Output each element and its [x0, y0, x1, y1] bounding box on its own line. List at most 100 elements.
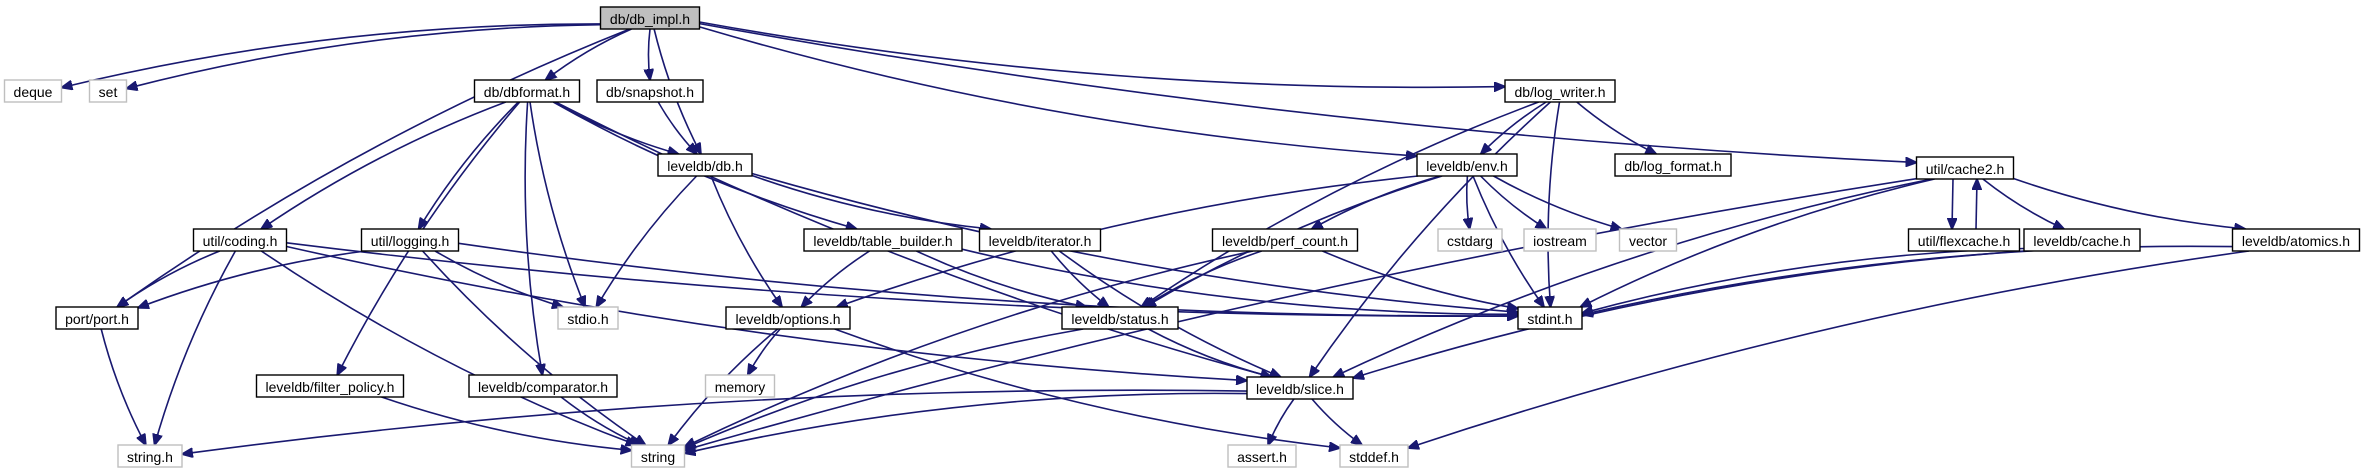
- edge-env-to-perf_count: [1312, 175, 1441, 229]
- node-util-cache2-h[interactable]: util/cache2.h: [1915, 156, 2015, 180]
- edge-comparator-to-string: [560, 396, 640, 445]
- node-box: [88, 79, 128, 103]
- node-leveldb-atomics-h[interactable]: leveldb/atomics.h: [2231, 228, 2361, 252]
- edge-iterator-to-status: [1050, 250, 1108, 307]
- edge-status-to-string: [685, 328, 1084, 448]
- node-leveldb-perf-count-h[interactable]: leveldb/perf_count.h: [1211, 228, 1359, 252]
- node-util-logging-h[interactable]: util/logging.h: [360, 228, 460, 252]
- node-stddef-h[interactable]: stddef.h: [1339, 444, 1409, 468]
- node-label: util/logging.h: [371, 233, 450, 249]
- node-label: memory: [715, 379, 766, 395]
- edge-leveldb_db-to-stdio: [596, 175, 698, 307]
- edge-perf_count-to-string: [685, 250, 1254, 447]
- edge-logging-to-stdio: [434, 250, 563, 307]
- node-leveldb-table-builder-h[interactable]: leveldb/table_builder.h: [803, 228, 963, 252]
- edge-leveldb_cache-to-slice: [1353, 250, 2025, 378]
- edge-dbformat-to-logging: [419, 101, 519, 229]
- edge-db_impl-to-log_writer: [699, 21, 1506, 87]
- edge-logging-to-port: [138, 250, 366, 308]
- node-label: db/dbformat.h: [484, 84, 570, 100]
- edge-port-to-string_h: [100, 328, 146, 445]
- edge-slice-to-string: [685, 392, 1248, 453]
- node-stdint-h[interactable]: stdint.h: [1517, 306, 1583, 330]
- node-label: leveldb/iterator.h: [989, 233, 1092, 249]
- node-box: [1339, 444, 1409, 468]
- node-db-db-impl-h[interactable]: db/db_impl.h: [599, 6, 701, 30]
- node-leveldb-status-h[interactable]: leveldb/status.h: [1061, 306, 1179, 330]
- node-label: db/db_impl.h: [610, 11, 690, 27]
- node-stdio-h[interactable]: stdio.h: [557, 306, 619, 330]
- node-leveldb-filter-policy-h[interactable]: leveldb/filter_policy.h: [255, 374, 405, 398]
- node-label: leveldb/table_builder.h: [813, 233, 952, 249]
- node-label: leveldb/status.h: [1071, 311, 1168, 327]
- node-iostream[interactable]: iostream: [1523, 228, 1597, 252]
- node-db-log-format-h[interactable]: db/log_format.h: [1614, 153, 1732, 177]
- node-label: stdint.h: [1527, 311, 1572, 327]
- node-deque[interactable]: deque: [3, 79, 63, 103]
- node-leveldb-options-h[interactable]: leveldb/options.h: [725, 306, 851, 330]
- node-label: iostream: [1533, 233, 1587, 249]
- node-util-coding-h[interactable]: util/coding.h: [192, 228, 288, 252]
- edge-coding-to-string: [260, 250, 636, 445]
- node-leveldb-iterator-h[interactable]: leveldb/iterator.h: [978, 228, 1102, 252]
- node-db-snapshot-h[interactable]: db/snapshot.h: [596, 79, 704, 103]
- node-port-port-h[interactable]: port/port.h: [55, 306, 139, 330]
- edge-perf_count-to-stdint: [1322, 250, 1518, 309]
- node-label: leveldb/perf_count.h: [1222, 233, 1348, 249]
- node-box: [192, 228, 288, 252]
- edge-cache2-to-stdint: [1580, 178, 1935, 307]
- node-util-flexcache-h[interactable]: util/flexcache.h: [1907, 228, 2021, 252]
- node-string[interactable]: string: [630, 444, 686, 468]
- node-box: [3, 79, 63, 103]
- node-label: leveldb/options.h: [735, 311, 840, 327]
- edge-leveldb_db-to-options: [710, 175, 782, 307]
- node-leveldb-env-h[interactable]: leveldb/env.h: [1416, 153, 1518, 177]
- node-label: util/coding.h: [203, 233, 278, 249]
- edge-slice-to-assert: [1268, 398, 1295, 445]
- edge-dbformat-to-stdio: [529, 101, 585, 307]
- node-leveldb-slice-h[interactable]: leveldb/slice.h: [1246, 376, 1354, 400]
- node-box: [1618, 228, 1678, 252]
- node-box: [1504, 79, 1616, 103]
- edge-db_impl-to-env: [699, 26, 1418, 156]
- node-db-dbformat-h[interactable]: db/dbformat.h: [473, 79, 581, 103]
- edge-cache2-to-slice: [1333, 178, 1932, 377]
- node-memory[interactable]: memory: [704, 374, 776, 398]
- edge-dbformat-to-comparator: [524, 101, 542, 375]
- edge-cache2-to-leveldb_cache: [1982, 178, 2064, 229]
- edge-coding-to-slice: [286, 245, 1248, 381]
- node-box: [468, 374, 618, 398]
- node-cstdarg[interactable]: cstdarg: [1437, 228, 1503, 252]
- node-box: [2231, 228, 2361, 252]
- node-vector[interactable]: vector: [1618, 228, 1678, 252]
- node-box: [2023, 228, 2141, 252]
- node-set[interactable]: set: [88, 79, 128, 103]
- edge-db_impl-to-cache2: [699, 22, 1917, 163]
- node-box: [1061, 306, 1179, 330]
- node-leveldb-comparator-h[interactable]: leveldb/comparator.h: [468, 374, 618, 398]
- node-leveldb-cache-h[interactable]: leveldb/cache.h: [2023, 228, 2141, 252]
- edge-coding-to-stdint: [286, 242, 1519, 316]
- edge-cache2-to-atomics: [2013, 177, 2246, 230]
- node-box: [473, 79, 581, 103]
- node-box: [596, 79, 704, 103]
- node-assert-h[interactable]: assert.h: [1227, 444, 1297, 468]
- edge-slice-to-stddef: [1311, 398, 1362, 445]
- node-label: leveldb/cache.h: [2033, 233, 2130, 249]
- node-db-log-writer-h[interactable]: db/log_writer.h: [1504, 79, 1616, 103]
- edge-env-to-vector: [1493, 175, 1622, 229]
- node-box: [55, 306, 139, 330]
- node-box: [704, 374, 776, 398]
- node-label: leveldb/db.h: [667, 158, 743, 174]
- node-string-h[interactable]: string.h: [117, 444, 183, 468]
- edge-leveldb_cache-to-stdint: [1582, 247, 2025, 314]
- edge-log_writer-to-log_format: [1576, 101, 1656, 154]
- edge-env-to-cstdarg: [1467, 175, 1470, 229]
- node-box: [978, 228, 1102, 252]
- node-box: [1211, 228, 1359, 252]
- node-box: [1523, 228, 1597, 252]
- node-leveldb-db-h[interactable]: leveldb/db.h: [657, 153, 753, 177]
- edge-status-to-slice: [1147, 328, 1271, 377]
- edge-atomics-to-stddef: [1408, 250, 2250, 448]
